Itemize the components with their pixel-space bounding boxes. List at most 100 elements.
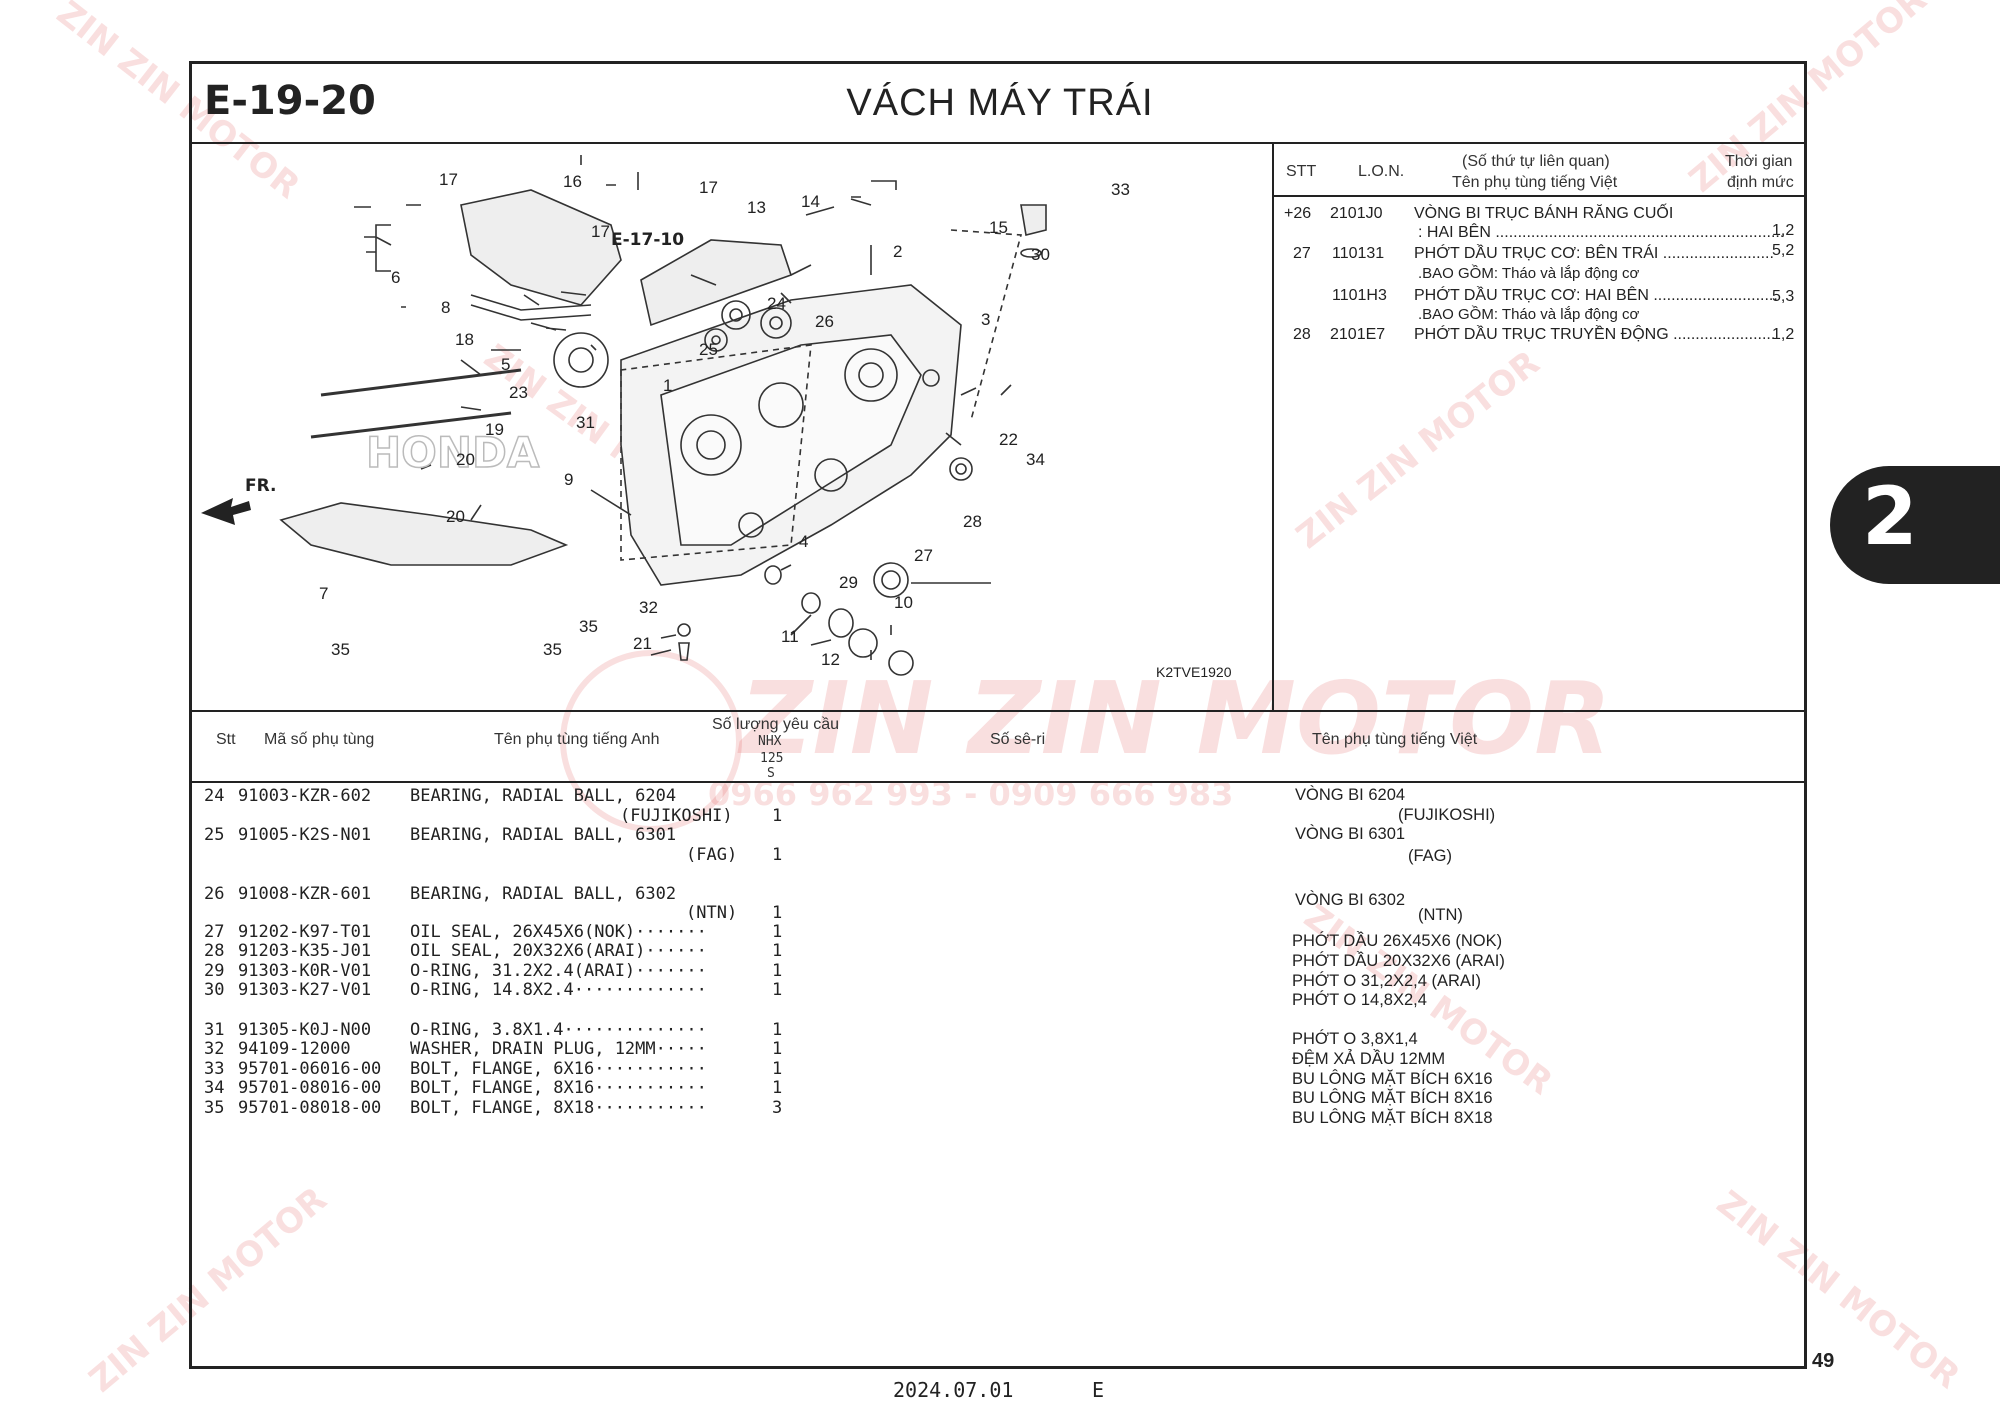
parts-header-name-en: Tên phụ tùng tiếng Anh <box>494 731 660 748</box>
callout-25: 25 <box>699 340 718 359</box>
callout-27: 27 <box>914 546 933 565</box>
stt: 30 <box>204 980 225 1000</box>
chapter-tab: 2 <box>1830 466 2000 584</box>
callout-10: 10 <box>894 593 913 612</box>
qty: 1 <box>772 903 783 923</box>
watermark-brand-center: ZIN ZIN MOTOR <box>740 660 1612 777</box>
footer-date: 2024.07.01 <box>893 1378 1014 1402</box>
stt: 27 <box>204 922 225 942</box>
callout-8: 8 <box>441 298 450 317</box>
callout-14: 14 <box>801 192 820 211</box>
callout-22: 22 <box>999 430 1018 449</box>
name-vn: PHỚT DẦU 20X32X6 (ARAI) <box>1292 952 1505 970</box>
part-code: 91203-K35-J01 <box>238 941 372 961</box>
callout-1: 1 <box>663 376 672 395</box>
callout-16: 16 <box>563 172 582 191</box>
rt-row-1-name: VÒNG BI TRỤC BÁNH RĂNG CUỐI <box>1414 205 1674 222</box>
stt: 35 <box>204 1098 225 1118</box>
rt-header-lon: L.O.N. <box>1358 163 1405 180</box>
qty: 1 <box>772 941 783 961</box>
stt: 26 <box>204 884 225 904</box>
callout-9: 9 <box>564 470 573 489</box>
part-code: 91005-K2S-N01 <box>238 825 372 845</box>
name-vn: PHỚT O 14,8X2,4 <box>1292 991 1427 1009</box>
qty: 3 <box>772 1098 783 1118</box>
callout-20b: 20 <box>446 507 465 526</box>
name-vn: PHỚT DẦU 26X45X6 (NOK) <box>1292 932 1503 950</box>
exploded-diagram: FR. HONDA E-17-10 K2TVE1920 17 16 17 13 … <box>201 155 1232 680</box>
part-code: 95701-06016-00 <box>238 1059 382 1079</box>
callout-30: 30 <box>1031 245 1050 264</box>
part-code: 91303-K0R-V01 <box>238 961 372 981</box>
name-en: O-RING, 3.8X1.4·············· <box>410 1020 707 1040</box>
rt-row-4-stt: 28 <box>1293 326 1311 343</box>
name-vn: ĐỆM XẢ DẦU 12MM <box>1292 1050 1446 1068</box>
callout-20a: 20 <box>456 450 475 469</box>
parts-header-model-l1: NHX <box>758 734 782 749</box>
name-vn-2: (FUJIKOSHI) <box>1398 806 1496 824</box>
rt-row-3-lon: 1101H3 <box>1332 287 1387 304</box>
chapter-number: 2 <box>1862 470 1918 563</box>
parts-header-model-l3: S <box>767 766 775 781</box>
section-code: E-19-20 <box>204 78 376 124</box>
rt-header-time-l2: định mức <box>1727 174 1794 191</box>
callout-35c: 35 <box>543 640 562 659</box>
callout-21: 21 <box>633 634 652 653</box>
header-divider <box>191 142 1804 144</box>
diagram-bottom-divider <box>191 710 1804 712</box>
rt-row-1-lon: 2101J0 <box>1330 205 1383 222</box>
stt: 33 <box>204 1059 225 1079</box>
parts-header-qty: Số lượng yêu cầu <box>712 716 840 733</box>
name-vn: PHỚT O 3,8X1,4 <box>1292 1030 1418 1048</box>
rt-header-name-l1: (Số thứ tự liên quan) <box>1462 153 1610 170</box>
name-en: BEARING, RADIAL BALL, 6301 <box>410 825 677 845</box>
stt: 25 <box>204 825 225 845</box>
parts-header-name-vn: Tên phụ tùng tiếng Việt <box>1312 731 1478 748</box>
part-code: 91003-KZR-602 <box>238 786 372 806</box>
front-direction-label: FR. <box>245 476 276 496</box>
name-en: O-RING, 31.2X2.4(ARAI)······· <box>410 961 707 981</box>
stt: 24 <box>204 786 225 806</box>
name-en: BOLT, FLANGE, 8X16··········· <box>410 1078 707 1098</box>
part-code: 91202-K97-T01 <box>238 922 372 942</box>
name-vn: BU LÔNG MẶT BÍCH 6X16 <box>1292 1070 1493 1088</box>
callout-13: 13 <box>747 198 766 217</box>
name-vn-2: (NTN) <box>1418 906 1463 924</box>
diagram-table-divider <box>1272 142 1274 712</box>
callout-5: 5 <box>501 355 510 374</box>
rt-row-4-lon: 2101E7 <box>1330 326 1386 343</box>
callout-24: 24 <box>767 294 786 313</box>
name-vn-2: (FAG) <box>1408 847 1452 865</box>
rt-header-time-l1: Thời gian <box>1725 153 1793 170</box>
qty: 1 <box>772 922 783 942</box>
page-title: VÁCH MÁY TRÁI <box>846 82 1154 124</box>
part-code: 94109-12000 <box>238 1039 351 1059</box>
rt-row-3-time: 5,3 <box>1772 288 1795 305</box>
stt: 32 <box>204 1039 225 1059</box>
rt-row-2-lon: 110131 <box>1332 245 1385 262</box>
rt-row-1-name2: : HAI BÊN ..............................… <box>1418 224 1785 241</box>
stt: 28 <box>204 941 225 961</box>
callout-2: 2 <box>893 242 902 261</box>
callout-35a: 35 <box>579 617 598 636</box>
qty: 1 <box>772 845 783 865</box>
callout-4: 4 <box>799 532 808 551</box>
qty: 1 <box>772 1078 783 1098</box>
name-en-2: (NTN) <box>686 903 738 923</box>
qty: 1 <box>772 1039 783 1059</box>
parts-header-stt: Stt <box>216 731 236 748</box>
callout-19: 19 <box>485 420 504 439</box>
stt: 31 <box>204 1020 225 1040</box>
name-en-2: (FUJIKOSHI) <box>620 806 733 826</box>
callout-23: 23 <box>509 383 528 402</box>
name-en: WASHER, DRAIN PLUG, 12MM····· <box>410 1039 707 1059</box>
rt-row-3-name: PHỚT DẦU TRỤC CƠ: HAI BÊN ..............… <box>1414 287 1778 304</box>
part-code: 95701-08016-00 <box>238 1078 382 1098</box>
part-code: 95701-08018-00 <box>238 1098 382 1118</box>
rt-row-1-stt: +26 <box>1284 205 1312 222</box>
rt-row-2-time: 5,2 <box>1772 242 1795 259</box>
callout-33: 33 <box>1111 180 1130 199</box>
rt-row-2-name: PHỚT DẦU TRỤC CƠ: BÊN TRÁI .............… <box>1414 245 1774 262</box>
watermark-logo-ring <box>560 650 742 832</box>
callout-26: 26 <box>815 312 834 331</box>
